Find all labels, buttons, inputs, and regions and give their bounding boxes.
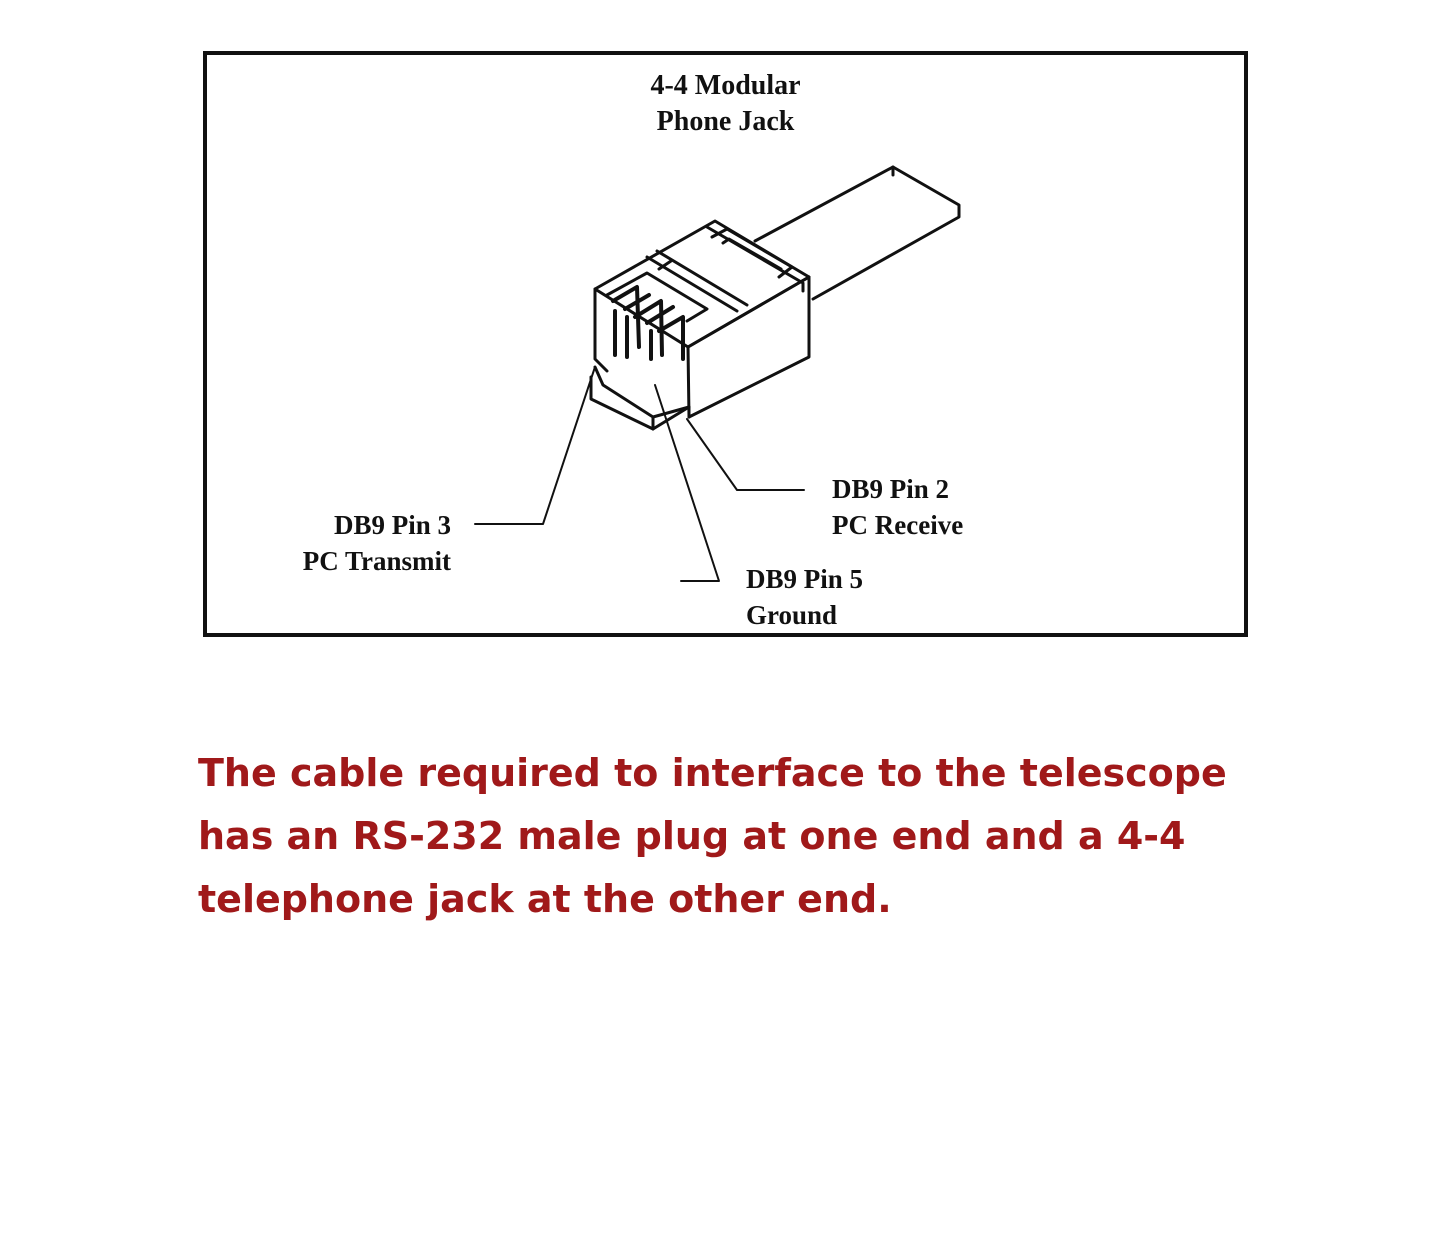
label-pin2-function: PC Receive	[832, 510, 964, 540]
label-pin5-name: DB9 Pin 5	[746, 564, 864, 594]
caption-text: The cable required to interface to the t…	[198, 751, 1227, 921]
phone-jack-illustration	[474, 165, 961, 582]
leader-lines	[474, 366, 805, 582]
label-pin2: DB9 Pin 2 PC Receive	[832, 471, 963, 543]
diagram-frame: 4-4 Modular Phone Jack DB9 Pin 3 PC Tran…	[203, 51, 1248, 637]
cable-body	[753, 165, 961, 301]
diagram-title: 4-4 Modular Phone Jack	[207, 68, 1244, 140]
plug-body	[589, 219, 811, 431]
label-pin3: DB9 Pin 3 PC Transmit	[303, 507, 451, 579]
label-pin2-name: DB9 Pin 2	[832, 474, 950, 504]
title-line-1: 4-4 Modular	[650, 70, 801, 101]
label-pin5-function: Ground	[746, 600, 838, 630]
label-pin5: DB9 Pin 5 Ground	[746, 561, 863, 633]
contact-slots	[611, 285, 685, 361]
plug-top-channels	[605, 225, 805, 323]
label-pin3-function: PC Transmit	[302, 546, 451, 576]
label-pin3-name: DB9 Pin 3	[333, 510, 451, 540]
title-line-2: Phone Jack	[656, 106, 795, 137]
